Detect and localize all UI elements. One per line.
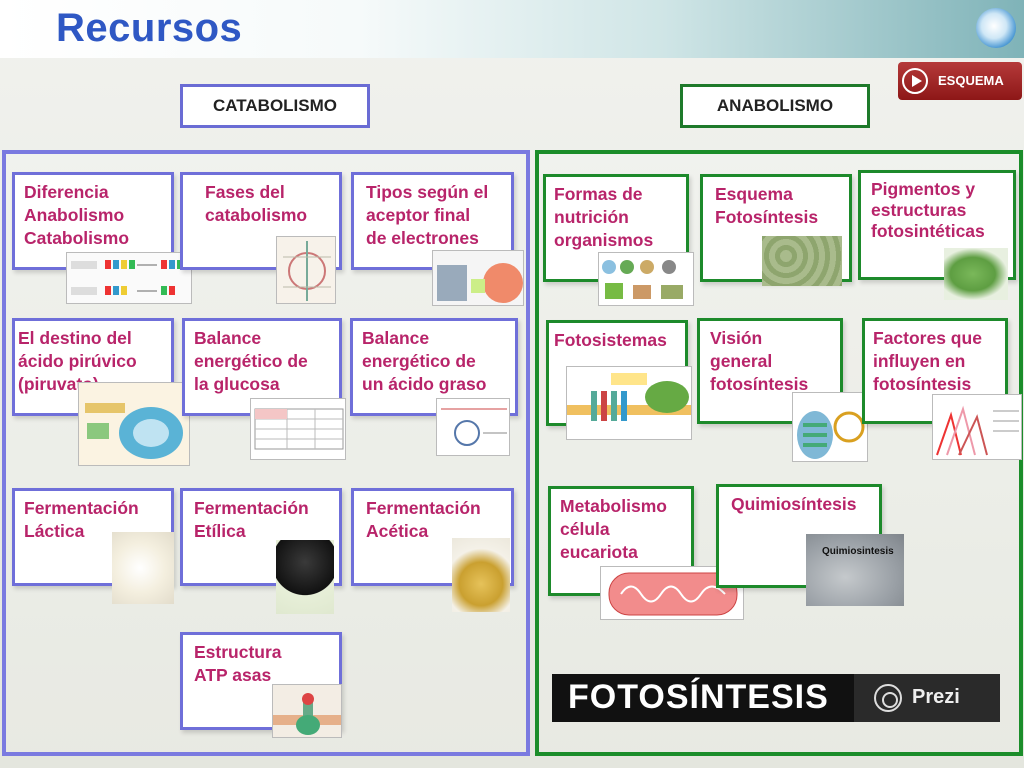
card-vision-general-fotosintesis[interactable]: Visión general fotosíntesis: [697, 318, 843, 424]
diagram-thumbnail: [276, 236, 336, 304]
mitochondria-thumbnail: [78, 382, 190, 466]
vinegar-photo: [452, 538, 510, 612]
esquema-button-label: ESQUEMA: [938, 73, 1004, 88]
organisms-thumbnail: [598, 252, 694, 306]
table-thumbnail: [250, 398, 346, 460]
prezi-brand-area: Prezi: [854, 674, 1000, 722]
card-label: Fermentación Láctica: [24, 498, 139, 541]
graph-thumbnail: [932, 394, 1022, 460]
card-fermentacion-etilica[interactable]: Fermentación Etílica: [180, 488, 342, 586]
card-label: Balance energético de un ácido graso: [362, 328, 487, 394]
play-icon: [902, 68, 928, 94]
catabolismo-header: CATABOLISMO: [180, 84, 370, 128]
prezi-banner-title: FOTOSÍNTESIS: [568, 678, 829, 716]
card-label: Fermentación Etílica: [194, 498, 309, 541]
card-label: Fotosistemas: [554, 330, 667, 350]
chloroplast-thumbnail: [792, 392, 868, 462]
card-label: Metabolismo célula eucariota: [560, 496, 667, 562]
card-label: Fases del catabolismo: [205, 182, 308, 225]
respiration-thumbnail: [432, 250, 524, 306]
thumbnail-caption: Quimiosintesis: [822, 546, 894, 557]
photosystem-thumbnail: [566, 366, 692, 440]
swirl-logo-icon: [976, 8, 1016, 48]
card-label: Balance energético de la glucosa: [194, 328, 308, 394]
card-label: El destino del ácido pirúvico (piruvato): [18, 328, 137, 394]
diagram-thumbnail: [436, 398, 510, 456]
card-label: Diferencia Anabolismo Catabolismo: [24, 182, 130, 248]
fotosintesis-prezi-banner[interactable]: FOTOSÍNTESIS Prezi: [552, 674, 1000, 722]
chloroplast-thumbnail: [944, 248, 1008, 300]
anabolismo-header: ANABOLISMO: [680, 84, 870, 128]
prezi-logo-icon: [874, 684, 902, 712]
mitochondria-thumbnail: [600, 566, 744, 620]
card-label: Estructura ATP asas: [194, 642, 282, 685]
page-title: Recursos: [56, 6, 243, 50]
diagram-thumbnail: [66, 252, 192, 304]
card-label: Fermentación Acética: [366, 498, 481, 541]
card-label: Tipos según el aceptor final de electron…: [366, 182, 489, 248]
card-label: Visión general fotosíntesis: [710, 328, 809, 394]
leaf-cells-photo: [762, 236, 842, 286]
card-pigmentos-estructuras[interactable]: Pigmentos y estructuras fotosintéticas: [858, 170, 1016, 280]
header-bar: [0, 0, 1024, 58]
card-label: Quimiosíntesis: [731, 494, 857, 514]
cheese-photo: [112, 532, 174, 604]
card-label: Formas de nutrición organismos: [554, 184, 654, 250]
esquema-button[interactable]: ESQUEMA: [898, 62, 1022, 100]
card-estructura-atp-asas[interactable]: Estructura ATP asas: [180, 632, 342, 730]
wine-photo: [276, 540, 334, 614]
prezi-brand-label: Prezi: [912, 686, 960, 708]
card-label: Pigmentos y estructuras fotosintéticas: [871, 179, 985, 241]
card-label: Esquema Fotosíntesis: [715, 184, 819, 227]
bacteria-thumbnail: Quimiosintesis: [806, 534, 904, 606]
card-label: Factores que influyen en fotosíntesis: [873, 328, 982, 394]
atp-synthase-thumbnail: [272, 684, 342, 738]
